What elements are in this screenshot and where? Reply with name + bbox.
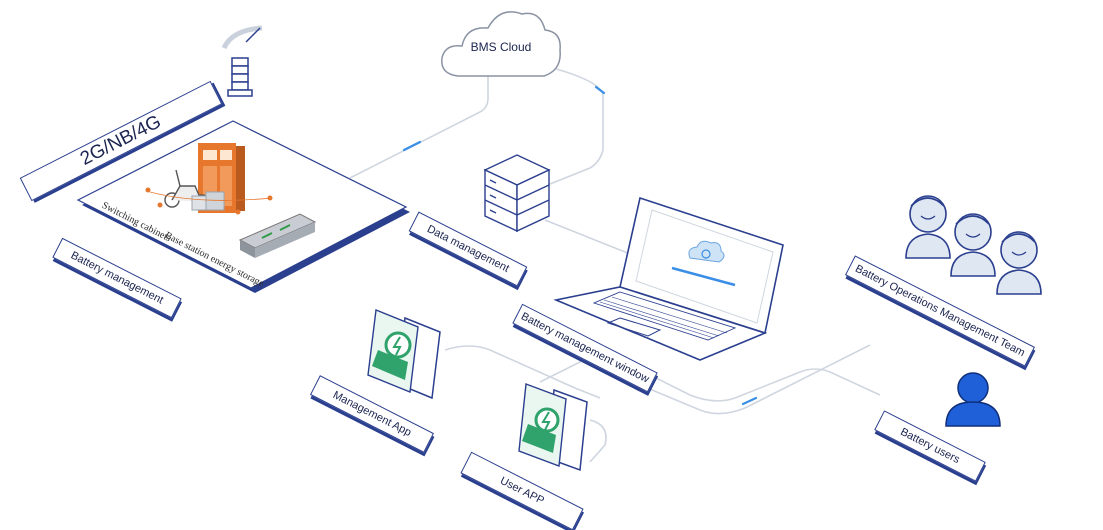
energy-storage-modules	[238, 213, 317, 258]
line-laptop-users	[649, 368, 881, 402]
line-platform-cloud	[349, 72, 489, 179]
phone-icon	[367, 309, 441, 400]
cloud-icon	[441, 11, 561, 77]
phone-icon	[518, 383, 588, 472]
flow-accent	[402, 140, 422, 152]
connection-lines	[349, 65, 881, 463]
line-server-laptop	[544, 219, 641, 259]
team-icon	[905, 195, 1042, 295]
line-userapp-down	[589, 419, 607, 463]
flow-accent	[594, 85, 606, 95]
signal-tower-icon	[221, 25, 263, 97]
platform-trace	[149, 191, 273, 201]
server-icon	[483, 154, 551, 233]
cloud-label: BMS Cloud	[470, 40, 532, 54]
line-laptop-team	[639, 344, 871, 415]
line-app-laptop	[444, 345, 601, 399]
flow-accents	[402, 85, 758, 406]
user-icon	[945, 372, 1001, 427]
laptop-icon	[553, 196, 784, 361]
line-cloud-server	[544, 65, 604, 187]
flow-accent	[741, 396, 758, 406]
